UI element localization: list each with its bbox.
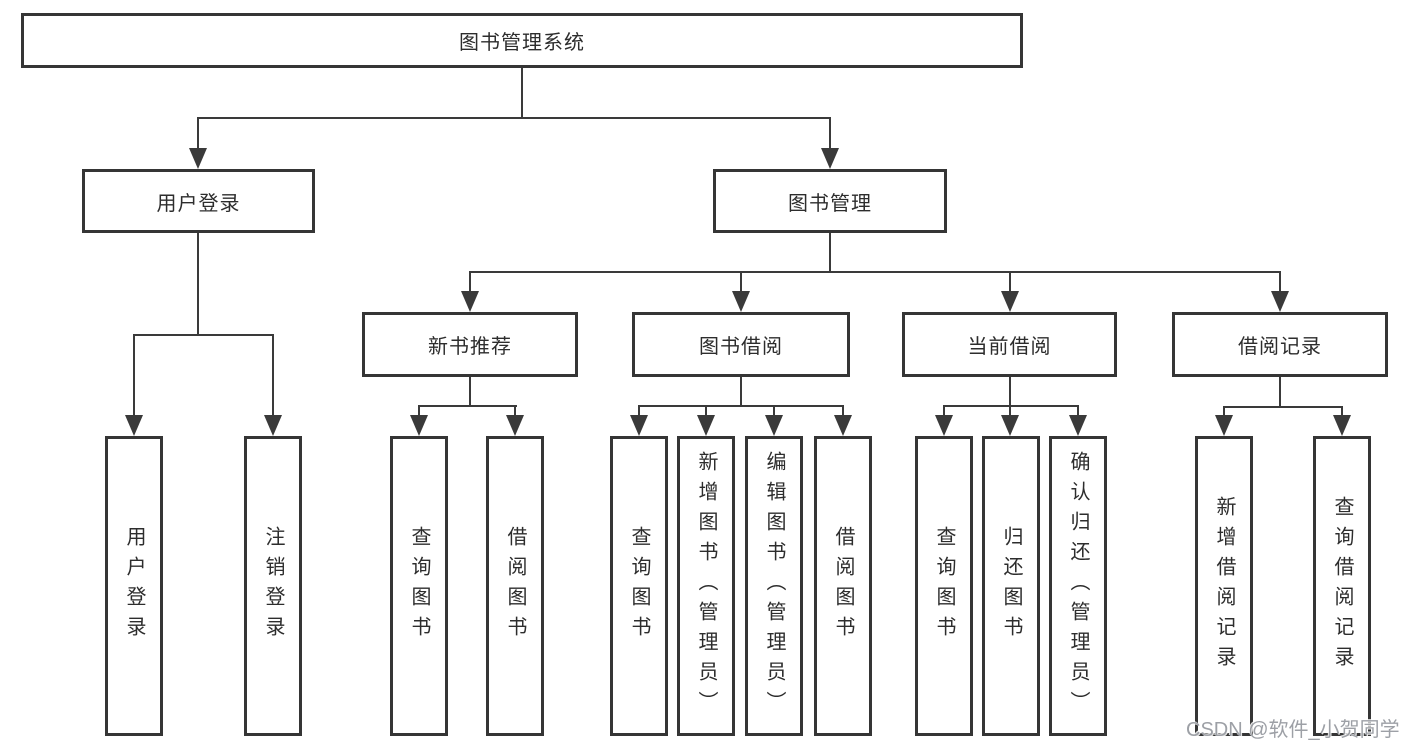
leaf-label: 查询图书 bbox=[628, 526, 650, 646]
arrow-down-icon bbox=[1069, 415, 1087, 436]
connector-to-section bbox=[740, 271, 742, 291]
leaf-query-book-current: 查询图书 bbox=[915, 436, 973, 736]
leaf-logout: 注销登录 bbox=[244, 436, 302, 736]
arrow-down-icon bbox=[630, 415, 648, 436]
connector-user-login-bar bbox=[134, 334, 274, 336]
connector-book-management-stem bbox=[829, 232, 831, 273]
connector-section-stem bbox=[469, 377, 471, 407]
connector-to-leaf bbox=[418, 405, 420, 417]
connector-section-stem bbox=[1009, 377, 1011, 407]
connector-to-leaf bbox=[514, 405, 516, 417]
connector-to-leaf bbox=[705, 405, 707, 417]
leaf-borrow-book-recommend: 借阅图书 bbox=[486, 436, 544, 736]
node-borrow-record: 借阅记录 bbox=[1172, 312, 1388, 377]
node-borrow-record-label: 借阅记录 bbox=[1238, 336, 1322, 358]
leaf-query-borrow-record: 查询借阅记录 bbox=[1313, 436, 1371, 736]
connector-to-leaf bbox=[272, 334, 274, 415]
leaf-label: 新增借阅记录 bbox=[1213, 496, 1235, 676]
connector-section-bar bbox=[639, 405, 844, 407]
arrow-down-icon bbox=[765, 415, 783, 436]
leaf-label: 注销登录 bbox=[262, 526, 284, 646]
leaf-label: 查询图书 bbox=[408, 526, 430, 646]
connector-to-leaf bbox=[1009, 405, 1011, 417]
arrow-down-icon bbox=[1333, 415, 1351, 436]
node-user-login: 用户登录 bbox=[82, 169, 315, 233]
node-root: 图书管理系统 bbox=[21, 13, 1023, 68]
connector-to-leaf bbox=[773, 405, 775, 417]
connector-section-bar bbox=[944, 405, 1079, 407]
node-new-book-recommend: 新书推荐 bbox=[362, 312, 578, 377]
leaf-add-book-admin: 新增图书（管理员） bbox=[677, 436, 735, 736]
arrow-down-icon bbox=[410, 415, 428, 436]
connector-to-book-management bbox=[829, 117, 831, 149]
connector-to-leaf bbox=[943, 405, 945, 417]
arrow-down-icon bbox=[264, 415, 282, 436]
leaf-label: 新增图书（管理员） bbox=[695, 451, 717, 721]
leaf-add-borrow-record: 新增借阅记录 bbox=[1195, 436, 1253, 736]
leaf-label: 借阅图书 bbox=[504, 526, 526, 646]
connector-user-login-stem bbox=[197, 233, 199, 336]
leaf-label: 查询借阅记录 bbox=[1331, 496, 1353, 676]
node-book-borrow-label: 图书借阅 bbox=[699, 336, 783, 358]
connector-section-bar bbox=[419, 405, 517, 407]
leaf-user-login: 用户登录 bbox=[105, 436, 163, 736]
arrow-down-icon bbox=[834, 415, 852, 436]
arrow-down-icon bbox=[1271, 291, 1289, 312]
node-user-login-label: 用户登录 bbox=[156, 192, 241, 215]
arrow-down-icon bbox=[732, 291, 750, 312]
arrow-down-icon bbox=[821, 148, 839, 169]
node-current-borrow-label: 当前借阅 bbox=[967, 336, 1052, 358]
arrow-down-icon bbox=[461, 291, 479, 312]
leaf-confirm-return-admin: 确认归还（管理员） bbox=[1049, 436, 1107, 736]
leaf-borrow-book: 借阅图书 bbox=[814, 436, 872, 736]
leaf-return-book: 归还图书 bbox=[982, 436, 1040, 736]
arrow-down-icon bbox=[189, 148, 207, 169]
leaf-label: 确认归还（管理员） bbox=[1067, 451, 1089, 721]
connector-section-stem bbox=[740, 377, 742, 407]
leaf-label: 用户登录 bbox=[123, 526, 145, 646]
node-book-borrow: 图书借阅 bbox=[632, 312, 850, 377]
connector-to-leaf bbox=[842, 405, 844, 417]
connector-to-leaf bbox=[1077, 405, 1079, 417]
node-new-book-recommend-label: 新书推荐 bbox=[428, 336, 512, 358]
connector-to-leaf bbox=[133, 334, 135, 415]
leaf-label: 归还图书 bbox=[1000, 526, 1022, 646]
leaf-label: 查询图书 bbox=[933, 526, 955, 646]
leaf-query-book-borrow: 查询图书 bbox=[610, 436, 668, 736]
arrow-down-icon bbox=[1001, 415, 1019, 436]
leaf-query-book-recommend: 查询图书 bbox=[390, 436, 448, 736]
connector-to-leaf bbox=[1341, 406, 1343, 417]
connector-to-section bbox=[1279, 271, 1281, 291]
connector-to-leaf bbox=[638, 405, 640, 417]
leaf-label: 借阅图书 bbox=[832, 526, 854, 646]
connector-to-leaf bbox=[1223, 406, 1225, 417]
arrow-down-icon bbox=[697, 415, 715, 436]
arrow-down-icon bbox=[1215, 415, 1233, 436]
node-current-borrow: 当前借阅 bbox=[902, 312, 1117, 377]
leaf-edit-book-admin: 编辑图书（管理员） bbox=[745, 436, 803, 736]
node-book-management-label: 图书管理 bbox=[788, 192, 872, 215]
node-root-label: 图书管理系统 bbox=[459, 32, 585, 54]
arrow-down-icon bbox=[1001, 291, 1019, 312]
connector-to-user-login bbox=[197, 117, 199, 149]
connector-root-bar bbox=[198, 117, 831, 119]
arrow-down-icon bbox=[506, 415, 524, 436]
connector-section-stem bbox=[1279, 377, 1281, 408]
connector-section-bar bbox=[1224, 406, 1343, 408]
arrow-down-icon bbox=[935, 415, 953, 436]
arrow-down-icon bbox=[125, 415, 143, 436]
connector-book-management-bar bbox=[470, 271, 1281, 273]
connector-to-section bbox=[1009, 271, 1011, 291]
node-book-management: 图书管理 bbox=[713, 169, 947, 233]
connector-root-stem bbox=[521, 67, 523, 119]
leaf-label: 编辑图书（管理员） bbox=[763, 451, 785, 721]
watermark: CSDN @软件_小贺同学 bbox=[1186, 719, 1400, 741]
connector-to-section bbox=[469, 271, 471, 291]
